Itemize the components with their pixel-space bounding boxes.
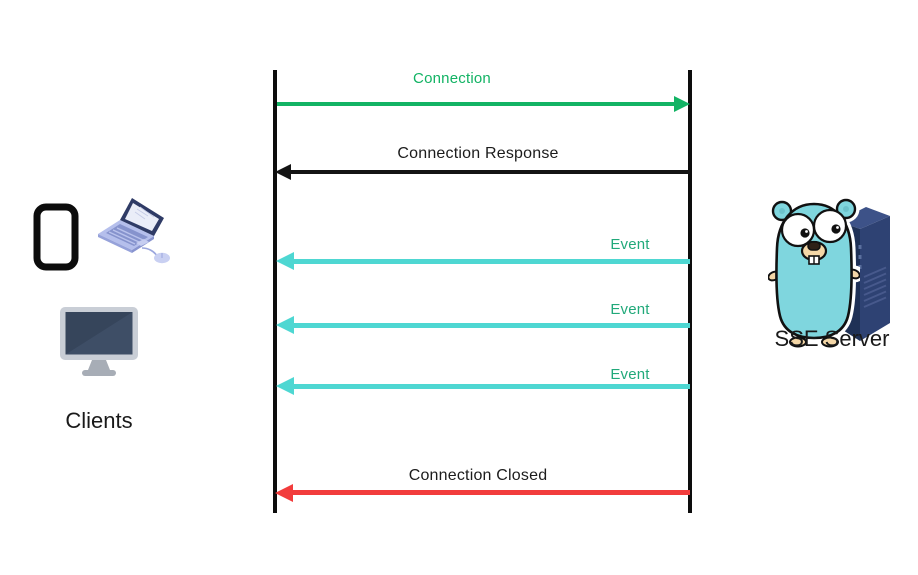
message-label: Connection [413,70,491,87]
message-label: Event [610,236,650,253]
message-label: Connection Closed [408,467,548,484]
arrowhead-left-icon [275,484,293,502]
arrowhead-left-icon [276,252,294,270]
clients-label: Clients [65,408,133,433]
arrow-line [277,102,675,106]
arrowhead-left-icon [276,316,294,334]
message-label: Event [610,366,650,383]
arrowhead-left-icon [275,164,291,180]
gopher-icon [768,196,860,348]
server-lifeline [688,70,692,513]
laptop-icon [98,198,170,264]
arrow-line [290,170,690,174]
phone-icon [33,203,79,271]
monitor-icon [60,307,138,376]
arrow-line [293,323,690,328]
arrow-line [293,384,690,389]
arrow-line [293,259,690,264]
sse-server-label: SSE Server [774,326,890,351]
arrow-line [292,490,690,495]
arrowhead-left-icon [276,377,294,395]
message-label: Event [610,301,650,318]
arrowhead-right-icon [674,96,690,112]
client-lifeline [273,70,277,513]
message-label: Connection Response [397,145,559,162]
